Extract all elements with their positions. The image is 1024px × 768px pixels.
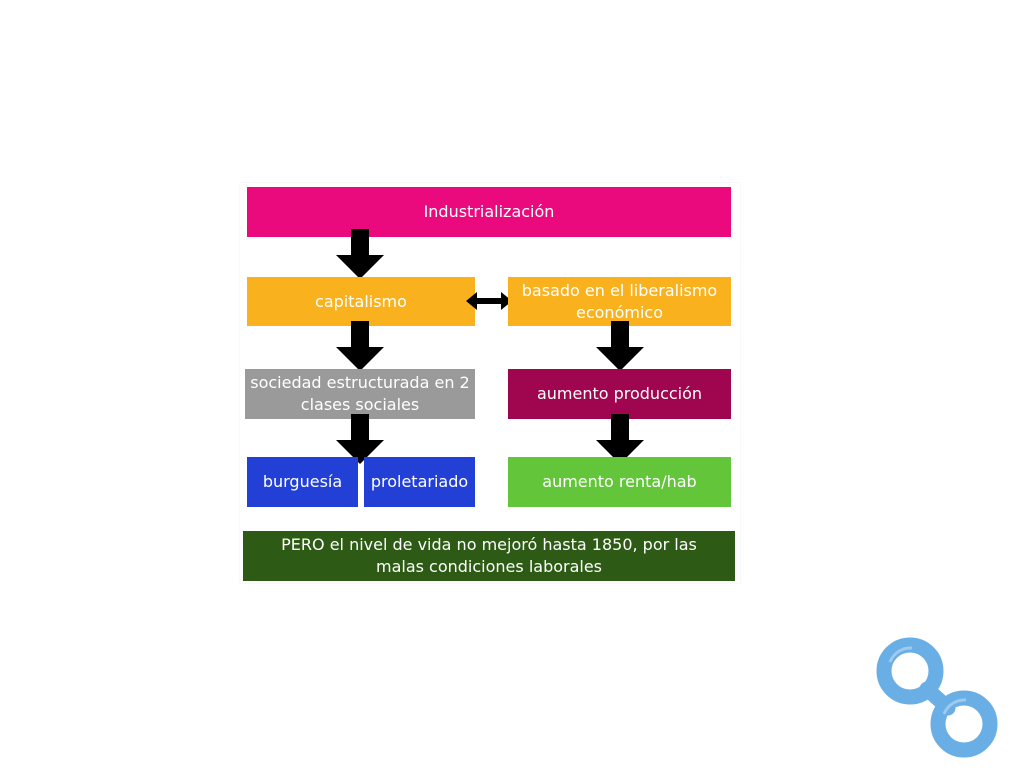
node-proletariado: proletariado [364,457,475,507]
node-industrializacion: Industrialización [247,187,731,237]
node-sociedad-label: sociedad estructurada en 2 clases social… [250,373,470,414]
flow-diagram: Industrialización capitalismo basado en … [240,183,740,583]
double-arrow-icon [466,291,512,311]
node-renta: aumento renta/hab [508,457,731,507]
arrow-down-icon [334,321,386,373]
node-liberalismo-label: basado en el liberalismo económico [521,280,718,322]
node-industrializacion-label: Industrialización [423,202,555,221]
arrow-down-icon [594,321,646,373]
node-proletariado-label: proletariado [370,472,469,491]
node-renta-label: aumento renta/hab [542,472,697,491]
node-sociedad: sociedad estructurada en 2 clases social… [245,369,475,419]
node-burguesia: burguesía [247,457,358,507]
arrow-down-icon [594,414,646,466]
node-produccion-label: aumento producción [536,384,703,403]
arrow-down-icon [334,414,386,466]
node-conclusion: PERO el nivel de vida no mejoró hasta 18… [243,531,735,581]
arrow-down-icon [334,229,386,281]
node-burguesia-label: burguesía [262,472,343,491]
node-capitalismo: capitalismo [247,277,475,326]
node-liberalismo: basado en el liberalismo económico [508,277,731,326]
node-conclusion-label: PERO el nivel de vida no mejoró hasta 18… [281,535,697,576]
node-capitalismo-label: capitalismo [315,291,407,311]
chain-link-icon [872,632,1008,764]
node-produccion: aumento producción [508,369,731,419]
